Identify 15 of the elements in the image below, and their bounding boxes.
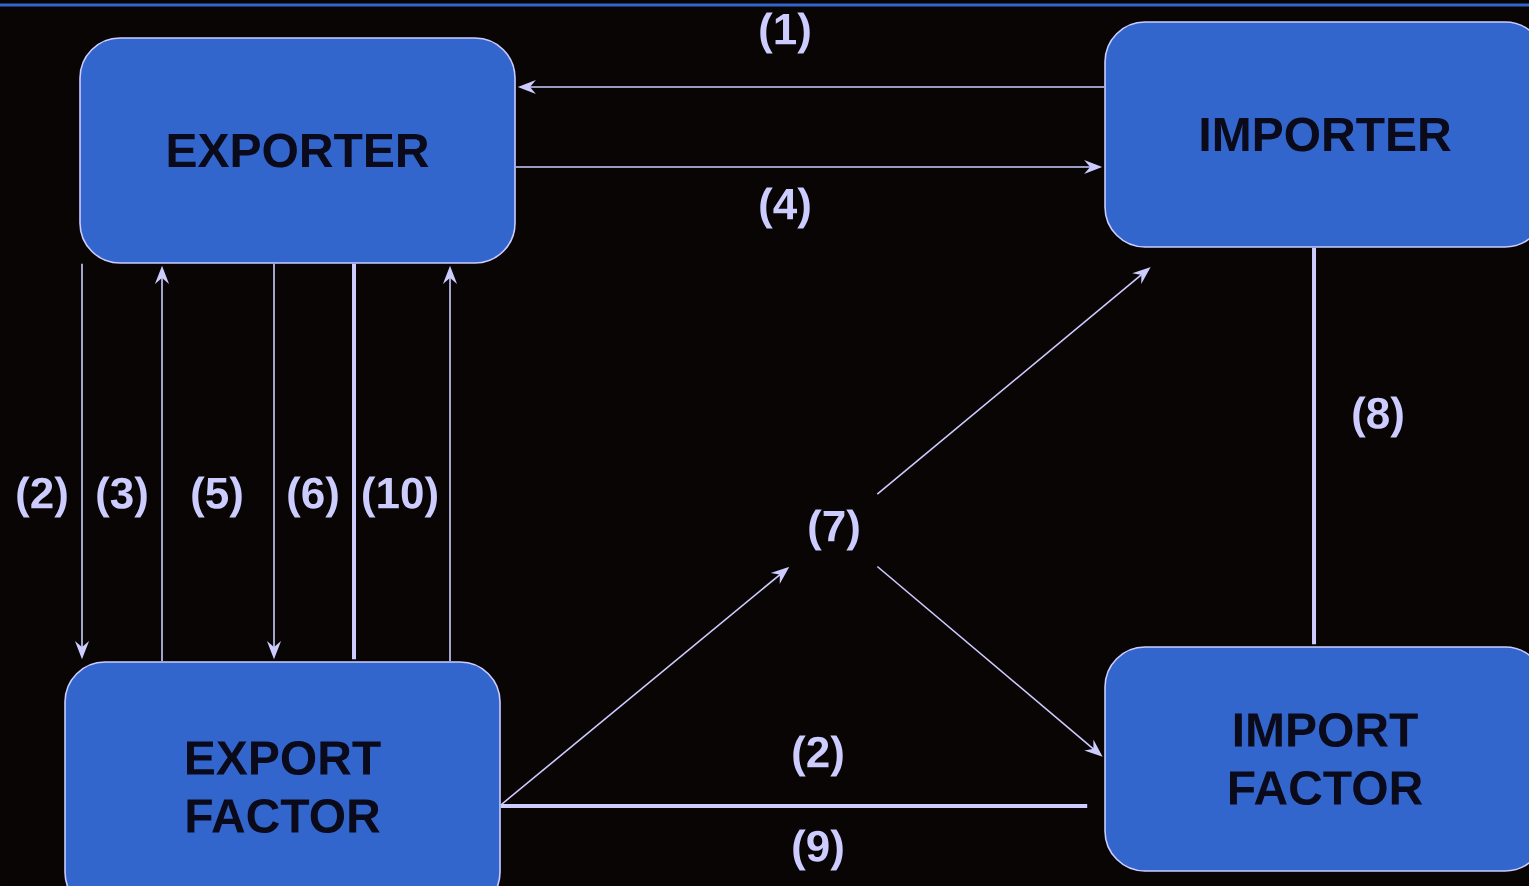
step-label: (7) <box>809 509 859 551</box>
process-box: IMPORT FACTOR <box>1104 646 1529 872</box>
process-box: EXPORT FACTOR <box>64 661 501 886</box>
edge-label: (8) <box>1349 394 1407 440</box>
line-label: (2) <box>789 733 847 779</box>
process-box: EXPORTER <box>79 37 516 264</box>
process-box: IMPORTER <box>1104 21 1529 248</box>
edge-label: (4) <box>756 185 814 231</box>
edge-label: (2) <box>13 474 71 520</box>
edge-label: (6) <box>284 474 342 520</box>
edge-label: (10) <box>358 474 442 520</box>
edge-label: (3) <box>93 474 151 520</box>
edge-label: (1) <box>756 10 814 56</box>
line-label: (9) <box>789 827 847 873</box>
edge-label: (5) <box>188 474 246 520</box>
